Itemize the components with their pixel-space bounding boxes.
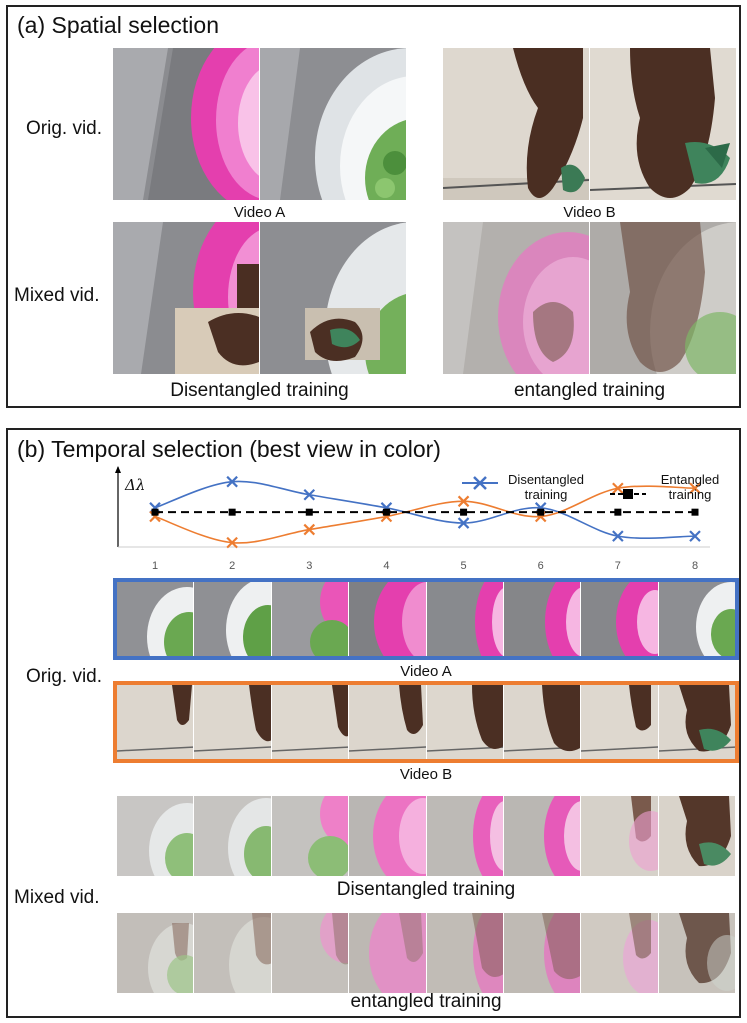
mixed-frame [349, 913, 427, 993]
video-a-frame [581, 582, 659, 656]
video-b-frame [658, 685, 735, 759]
video-a-frame-1 [113, 48, 259, 200]
disentangled-caption-a: Disentangled training [170, 380, 349, 401]
series-0-point [689, 530, 701, 542]
mixed-entangled-frame-2 [590, 222, 736, 374]
mixed-frame [117, 796, 195, 876]
series-0-point [226, 475, 238, 488]
video-a-frame [117, 582, 195, 656]
video-a-frame [194, 582, 272, 656]
video-b-frame [581, 685, 659, 759]
series-2-point [151, 508, 159, 516]
series-1-point [457, 495, 470, 508]
series-2-point [614, 508, 622, 516]
x-tick-label: 8 [691, 560, 699, 572]
x-tick-label: 2 [229, 560, 236, 572]
legend-entangled-label: Entangled training [660, 472, 720, 502]
mixed-disentangled-frame-1 [113, 222, 259, 374]
mixed-frame [271, 796, 350, 876]
series-0-point [457, 517, 470, 529]
mixed-frame [194, 913, 272, 993]
panel-b-title: (b) Temporal selection (best view in col… [17, 436, 441, 462]
mixed-disentangled-frame-2 [260, 222, 406, 374]
video-b-frame-1 [443, 48, 589, 200]
mixed-frame [426, 796, 504, 876]
mixed-frame [503, 913, 582, 993]
x-tick-label: 1 [151, 560, 159, 572]
video-b-frame [426, 685, 504, 759]
series-2-point [460, 508, 468, 516]
video-a-caption-a: Video A [233, 204, 286, 221]
video-a-frame [658, 582, 735, 656]
series-1-point [226, 536, 238, 549]
video-a-frame [349, 582, 427, 656]
orig-vid-label-a: Orig. vid. [26, 118, 103, 139]
video-a-frame [426, 582, 504, 656]
mixed-frame [658, 796, 735, 876]
mixed-entangled-frame-1 [443, 222, 589, 374]
video-b-frame-2 [590, 48, 736, 200]
video-a-caption-b: Video A [400, 663, 452, 680]
mixed-frame [349, 796, 427, 876]
panel-a-title: (a) Spatial selection [17, 12, 219, 38]
mixed-vid-label-a: Mixed vid. [14, 285, 100, 306]
video-b-frame [503, 685, 582, 759]
mixed-frame [426, 913, 504, 993]
legend-disentangled-label: Disentangled training [508, 472, 584, 502]
mixed-frame [271, 913, 350, 993]
series-line-0 [154, 480, 696, 540]
video-b-caption-a: Video B [563, 204, 616, 221]
series-2-point [382, 508, 390, 516]
video-b-frame [117, 685, 195, 759]
video-a-frame [271, 582, 350, 656]
video-a-frame-2 [260, 48, 406, 200]
legend-entangled-marker [610, 489, 646, 499]
x-tick-label: 6 [537, 560, 544, 572]
mixed-vid-label-b: Mixed vid. [14, 887, 100, 908]
video-b-frame [349, 685, 427, 759]
x-tick-label: 3 [306, 560, 313, 572]
series-2-point [305, 508, 313, 516]
series-0-point [612, 530, 624, 542]
mixed-frame [581, 796, 659, 876]
x-tick-label: 5 [460, 560, 467, 572]
video-a-frame [503, 582, 582, 656]
legend-disentangled-marker [462, 476, 498, 490]
series-line-1 [154, 485, 696, 544]
x-tick-label: 4 [383, 560, 390, 572]
y-axis-label: Δλ [125, 476, 146, 494]
video-b-temporal-strip [113, 681, 739, 763]
series-1-point [689, 482, 701, 495]
series-2-point [228, 508, 236, 516]
video-b-caption-b: Video B [399, 766, 453, 783]
series-0-point [303, 488, 316, 501]
disentangled-caption-b: Disentangled training [336, 879, 516, 900]
mixed-frame [194, 796, 272, 876]
series-1-point [303, 523, 316, 536]
delta-lambda-chart [115, 466, 710, 549]
mixed-disentangled-temporal-strip [117, 796, 735, 876]
video-b-frame [194, 685, 272, 759]
mixed-frame [658, 913, 735, 993]
orig-vid-label-b: Orig. vid. [26, 666, 103, 687]
x-tick-label: 7 [614, 560, 621, 572]
mixed-entangled-temporal-strip [117, 913, 735, 993]
y-axis-arrow [115, 466, 121, 473]
entangled-caption-b: entangled training [350, 991, 502, 1012]
video-a-temporal-strip [113, 578, 739, 660]
video-b-frame [271, 685, 350, 759]
series-2-point [537, 508, 545, 516]
mixed-frame [581, 913, 659, 993]
entangled-caption-a: entangled training [513, 380, 666, 401]
mixed-frame [503, 796, 582, 876]
series-2-point [691, 508, 699, 516]
mixed-frame [117, 913, 195, 993]
series-1-point [612, 482, 624, 495]
